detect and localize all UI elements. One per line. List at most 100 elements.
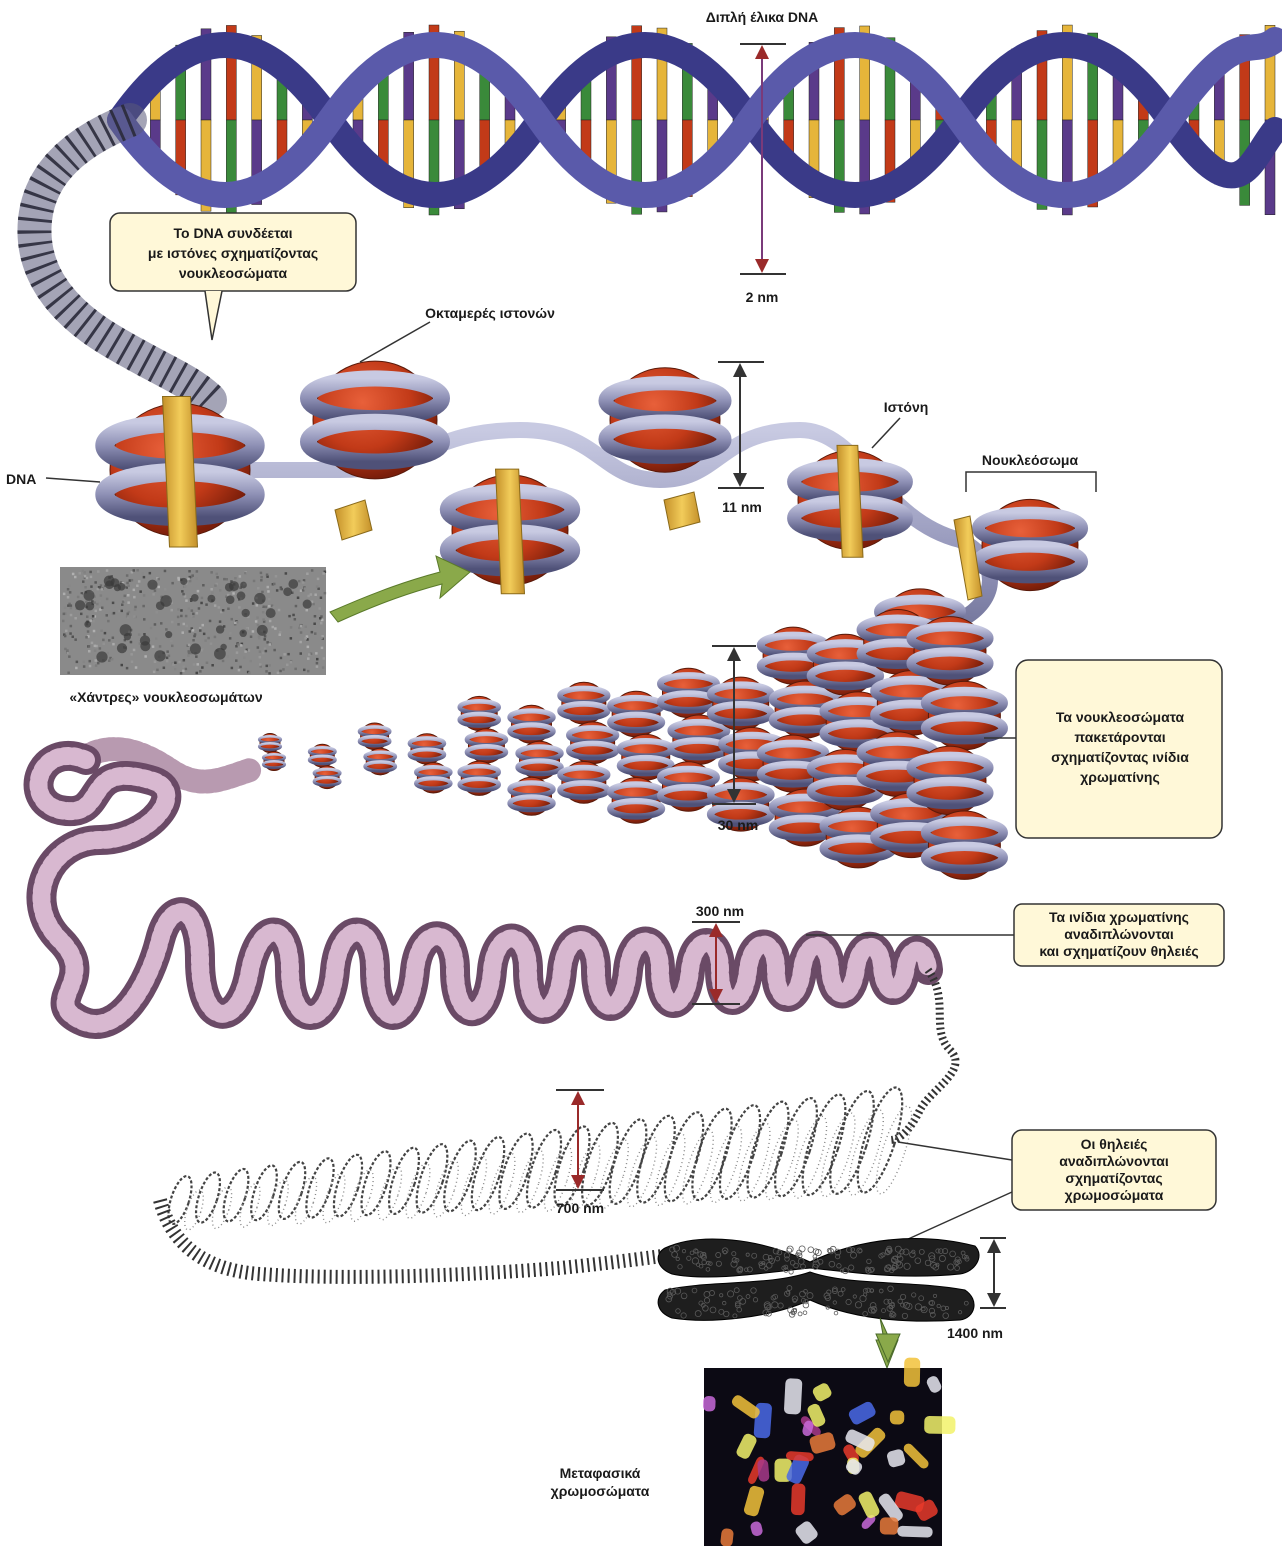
micrograph-grain (154, 623, 157, 626)
fiber-width-label: 30 nm (718, 817, 758, 833)
micrograph-grain (267, 586, 270, 589)
linker-histone (335, 500, 372, 540)
micrograph-grain (94, 581, 97, 584)
micrograph-grain (307, 670, 310, 673)
micrograph-grain (216, 573, 219, 576)
micrograph-grain (200, 602, 203, 605)
micrograph-grain (152, 645, 155, 648)
micrograph-grain (133, 615, 136, 618)
micrograph-grain (187, 578, 190, 581)
micrograph-grain (86, 616, 89, 619)
micrograph-bead (84, 621, 91, 628)
callout-2-line-4: χρωματίνης (1080, 769, 1159, 785)
coil-shadow (732, 1120, 777, 1204)
micrograph-grain (183, 623, 186, 626)
micrograph-grain (180, 672, 183, 675)
micrograph-grain (324, 592, 327, 595)
coil-loop (794, 1090, 854, 1199)
coil-shadow (704, 1123, 748, 1205)
micrograph-grain (210, 642, 213, 645)
micrograph-grain (143, 576, 146, 579)
micrograph-grain (197, 663, 200, 666)
micrograph-grain (99, 647, 102, 650)
micrograph-grain (259, 656, 262, 659)
micrograph-grain (63, 671, 66, 674)
metaphase-label-line-1: Μεταφασικά (560, 1465, 641, 1481)
micrograph-bead (283, 587, 292, 596)
micrograph-grain (192, 613, 195, 616)
micrograph-grain (269, 643, 272, 646)
micrograph-grain (143, 594, 146, 597)
micrograph-grain (303, 669, 306, 672)
micrograph-grain (238, 669, 241, 672)
micrograph-grain (256, 604, 259, 607)
micrograph-grain (152, 593, 155, 596)
micrograph-grain (264, 638, 267, 641)
micrograph-grain (111, 658, 114, 661)
micrograph-grain (248, 649, 251, 652)
micrograph-grain (299, 641, 302, 644)
micrograph-grain (300, 652, 303, 655)
micrograph-grain (194, 633, 197, 636)
micrograph-grain (227, 655, 230, 658)
micrograph-grain (218, 606, 221, 609)
micrograph-bead (140, 641, 150, 651)
micrograph-grain (143, 633, 146, 636)
linker-histone (664, 492, 700, 530)
micrograph-bead (84, 590, 95, 601)
micrograph-grain (226, 578, 229, 581)
micrograph-grain (262, 611, 265, 614)
micrograph-grain (262, 618, 265, 621)
metaphase-chromosome (160, 1200, 979, 1321)
micrograph-grain (205, 603, 208, 606)
micrograph-grain (93, 635, 96, 638)
micrograph-grain (177, 616, 180, 619)
micrograph-bead (96, 651, 107, 662)
micrograph-bead (239, 630, 246, 637)
coil-loop (191, 1170, 225, 1226)
micrograph-grain (95, 610, 98, 613)
micrograph-grain (307, 595, 310, 598)
micrograph-grain (264, 648, 267, 651)
micrograph-bead (266, 608, 276, 618)
micrograph-grain (182, 631, 185, 634)
micrograph-grain (93, 601, 96, 604)
micrograph-grain (192, 639, 195, 642)
callout-2-line-1: Τα νουκλεοσώματα (1056, 709, 1185, 725)
micrograph-grain (183, 659, 186, 662)
coil-loop (328, 1152, 368, 1220)
micrograph-grain (83, 665, 86, 668)
micrograph-grain (97, 570, 100, 573)
micrograph-grain (188, 570, 191, 573)
micrograph-bead (240, 582, 247, 589)
chromosome-width-label: 1400 nm (947, 1325, 1003, 1341)
micrograph-grain (196, 570, 199, 573)
micrograph-grain (191, 609, 194, 612)
micrograph-grain (272, 626, 275, 629)
callout-4-line-2: αναδιπλώνονται (1059, 1153, 1169, 1169)
micrograph-grain (143, 618, 146, 621)
micrograph-grain (269, 620, 272, 623)
micrograph-grain (99, 600, 102, 603)
micrograph-grain (70, 625, 73, 628)
micrograph-grain (139, 590, 142, 593)
micrograph-grain (93, 630, 96, 633)
micrograph-grain (231, 667, 234, 670)
micrograph-grain (281, 588, 284, 591)
micrograph-grain (267, 590, 270, 593)
micrograph-grain (316, 658, 319, 661)
micrograph-grain (290, 626, 293, 629)
micrograph-grain (239, 666, 242, 669)
micrograph-grain (234, 622, 237, 625)
micrograph-grain (91, 642, 94, 645)
micrograph-grain (265, 670, 268, 673)
histone-leader (872, 418, 900, 448)
micrograph-grain (82, 580, 85, 583)
chromosome-grain (803, 1311, 807, 1315)
micrograph-grain (273, 606, 276, 609)
micrograph-grain (180, 615, 183, 618)
micrograph-grain (154, 589, 157, 592)
micrograph-grain (62, 620, 65, 623)
micrograph-grain (319, 607, 322, 610)
